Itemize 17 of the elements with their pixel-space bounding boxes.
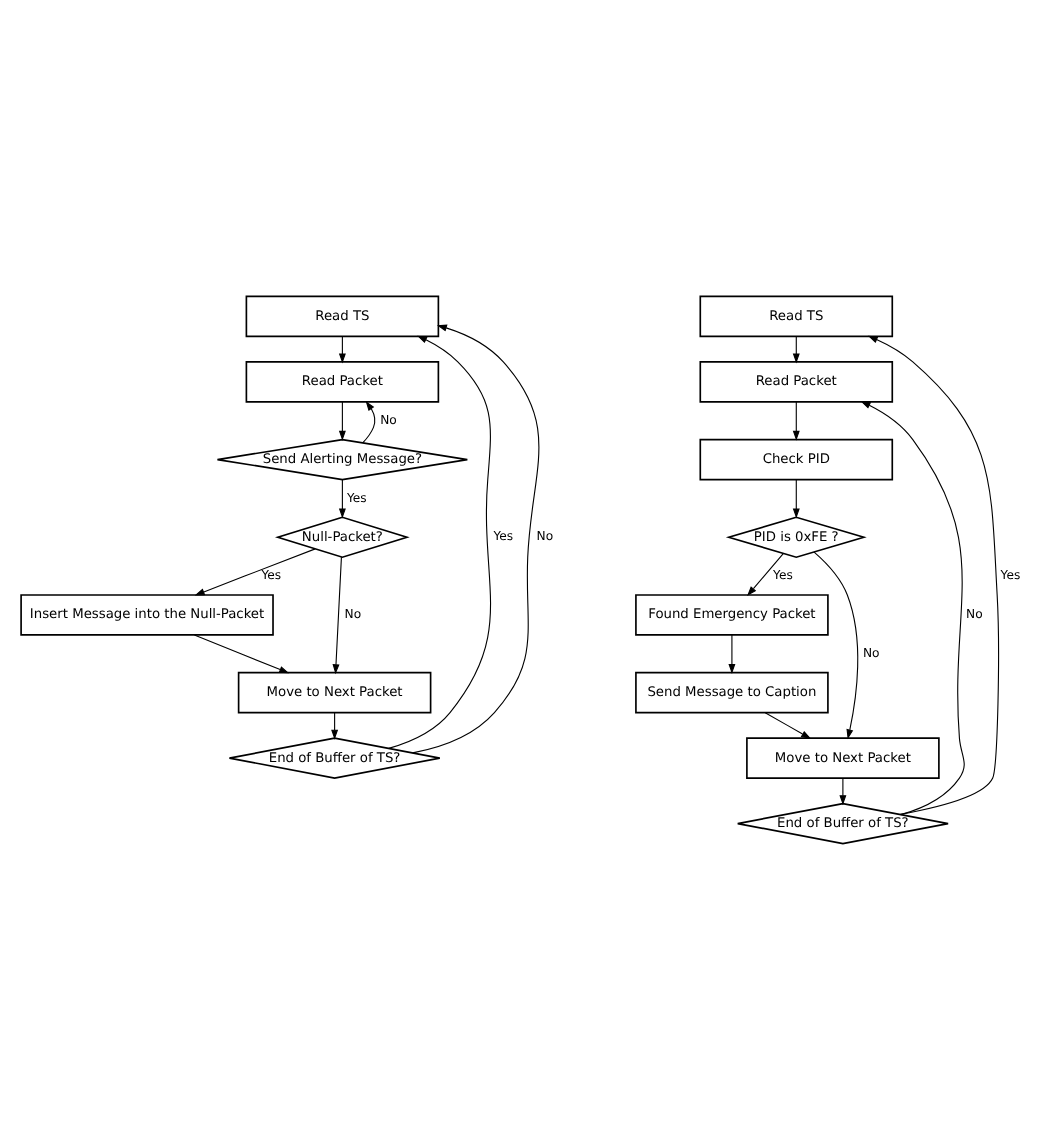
arrow bbox=[792, 401, 800, 441]
arrow bbox=[792, 479, 800, 519]
arrow bbox=[412, 324, 540, 754]
arrow bbox=[747, 553, 784, 597]
arrow bbox=[860, 401, 965, 816]
arrow bbox=[388, 335, 492, 749]
arrow bbox=[338, 479, 346, 519]
arrow bbox=[764, 712, 812, 739]
arrow bbox=[813, 551, 859, 740]
arrow bbox=[194, 548, 316, 596]
arrow bbox=[839, 777, 847, 806]
arrow bbox=[867, 335, 1000, 815]
arrow bbox=[362, 400, 376, 444]
arrow bbox=[332, 556, 342, 675]
arrow bbox=[728, 634, 736, 674]
arrow bbox=[193, 634, 290, 674]
arrow bbox=[338, 401, 346, 441]
